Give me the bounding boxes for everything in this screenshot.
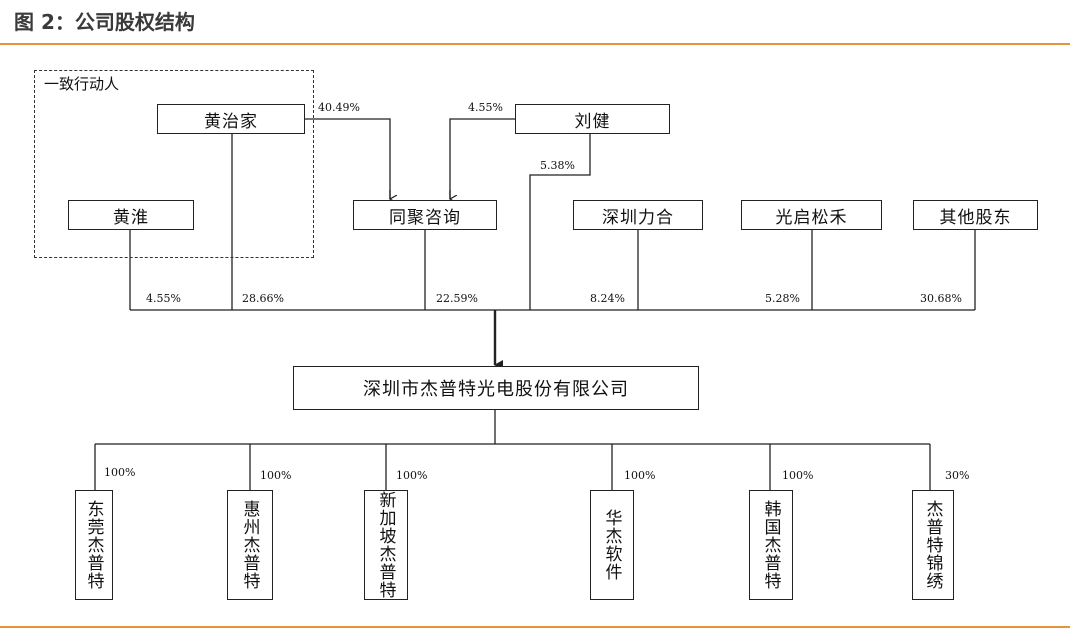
pct-tongju: 22.59% — [436, 292, 478, 305]
pct-sub-3: 100% — [396, 469, 428, 482]
node-sub-huajie: 华杰软件 — [590, 490, 634, 600]
node-company: 深圳市杰普特光电股份有限公司 — [293, 366, 699, 410]
node-others: 其他股东 — [913, 200, 1038, 230]
node-liu-jian: 刘健 — [515, 104, 670, 134]
concert-party-label: 一致行动人 — [44, 75, 120, 93]
pct-guangqi: 5.28% — [765, 292, 800, 305]
node-sub-huizhou: 惠州杰普特 — [227, 490, 273, 600]
node-huang-huai: 黄淮 — [68, 200, 194, 230]
concert-party-group — [34, 70, 314, 258]
pct-sub-1: 100% — [104, 466, 136, 479]
pct-liu-jian-direct: 5.38% — [540, 159, 575, 172]
node-shenzhen-lihe: 深圳力合 — [573, 200, 703, 230]
node-tongju: 同聚咨询 — [353, 200, 497, 230]
pct-huang-huai: 4.55% — [146, 292, 181, 305]
top-divider — [0, 43, 1070, 45]
node-sub-jinxiu: 杰普特锦绣 — [912, 490, 954, 600]
edge-liu-jian-tongju — [449, 118, 515, 199]
pct-sub-6: 30% — [945, 469, 970, 482]
node-guangqi: 光启松禾 — [741, 200, 882, 230]
figure-title: 图 2：公司股权结构 — [14, 10, 195, 34]
edge-huang-zhijia-tongju — [305, 118, 391, 199]
pct-sub-5: 100% — [782, 469, 814, 482]
node-sub-singapore: 新加坡杰普特 — [364, 490, 408, 600]
bottom-divider — [0, 626, 1070, 628]
pct-shenzhen-lihe: 8.24% — [590, 292, 625, 305]
pct-liu-jian-to-tongju: 4.55% — [468, 101, 503, 114]
pct-huang-zhijia-to-tongju: 40.49% — [318, 101, 360, 114]
pct-others: 30.68% — [920, 292, 962, 305]
node-sub-dongguan: 东莞杰普特 — [75, 490, 113, 600]
edge-liu-jian-direct — [529, 134, 591, 310]
pct-huang-zhijia: 28.66% — [242, 292, 284, 305]
node-sub-korea: 韩国杰普特 — [749, 490, 793, 600]
pct-sub-2: 100% — [260, 469, 292, 482]
pct-sub-4: 100% — [624, 469, 656, 482]
node-huang-zhijia: 黄治家 — [157, 104, 305, 134]
